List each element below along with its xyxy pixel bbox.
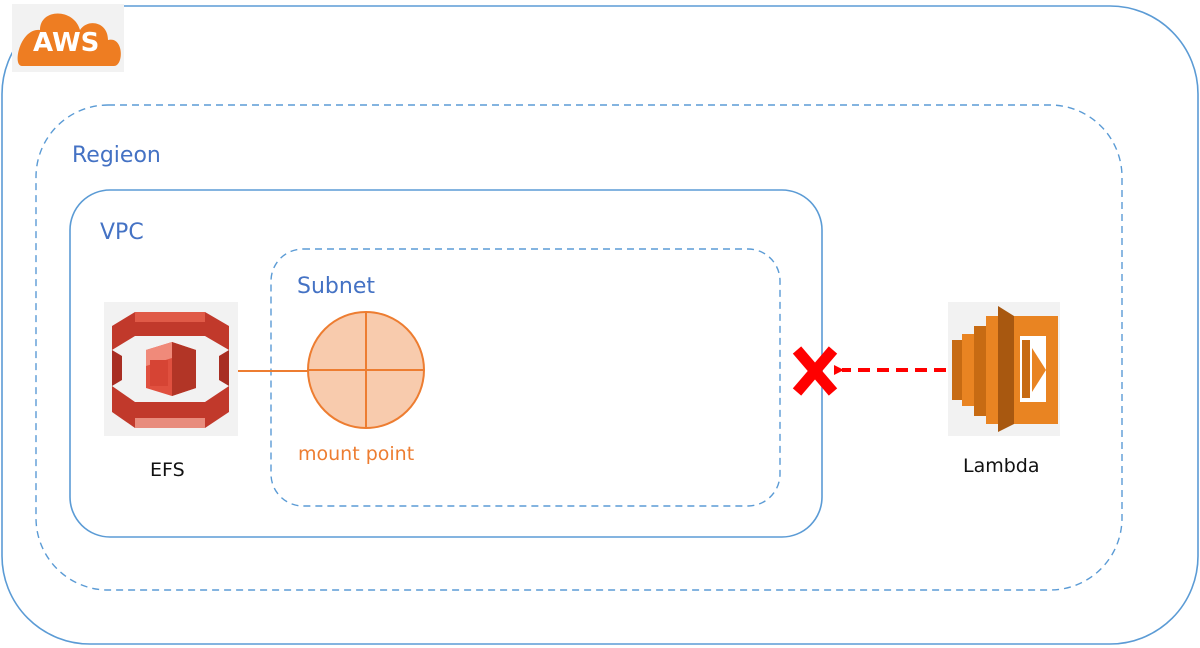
mount-point-icon xyxy=(307,311,425,429)
mount-point-label: mount point xyxy=(298,443,415,465)
subnet-label: Subnet xyxy=(297,274,375,299)
lambda-label: Lambda xyxy=(963,455,1040,477)
subnet-boundary xyxy=(270,248,781,507)
efs-icon xyxy=(104,302,238,436)
lambda-icon xyxy=(948,302,1060,436)
region-label: Regieon xyxy=(72,143,161,168)
blocked-x-icon xyxy=(792,346,838,396)
region-boundary xyxy=(35,104,1123,591)
aws-logo-text: AWS xyxy=(33,28,100,58)
aws-cloud-boundary xyxy=(1,5,1199,645)
aws-logo xyxy=(12,4,124,72)
vpc-label: VPC xyxy=(100,220,144,245)
efs-label: EFS xyxy=(150,459,185,481)
